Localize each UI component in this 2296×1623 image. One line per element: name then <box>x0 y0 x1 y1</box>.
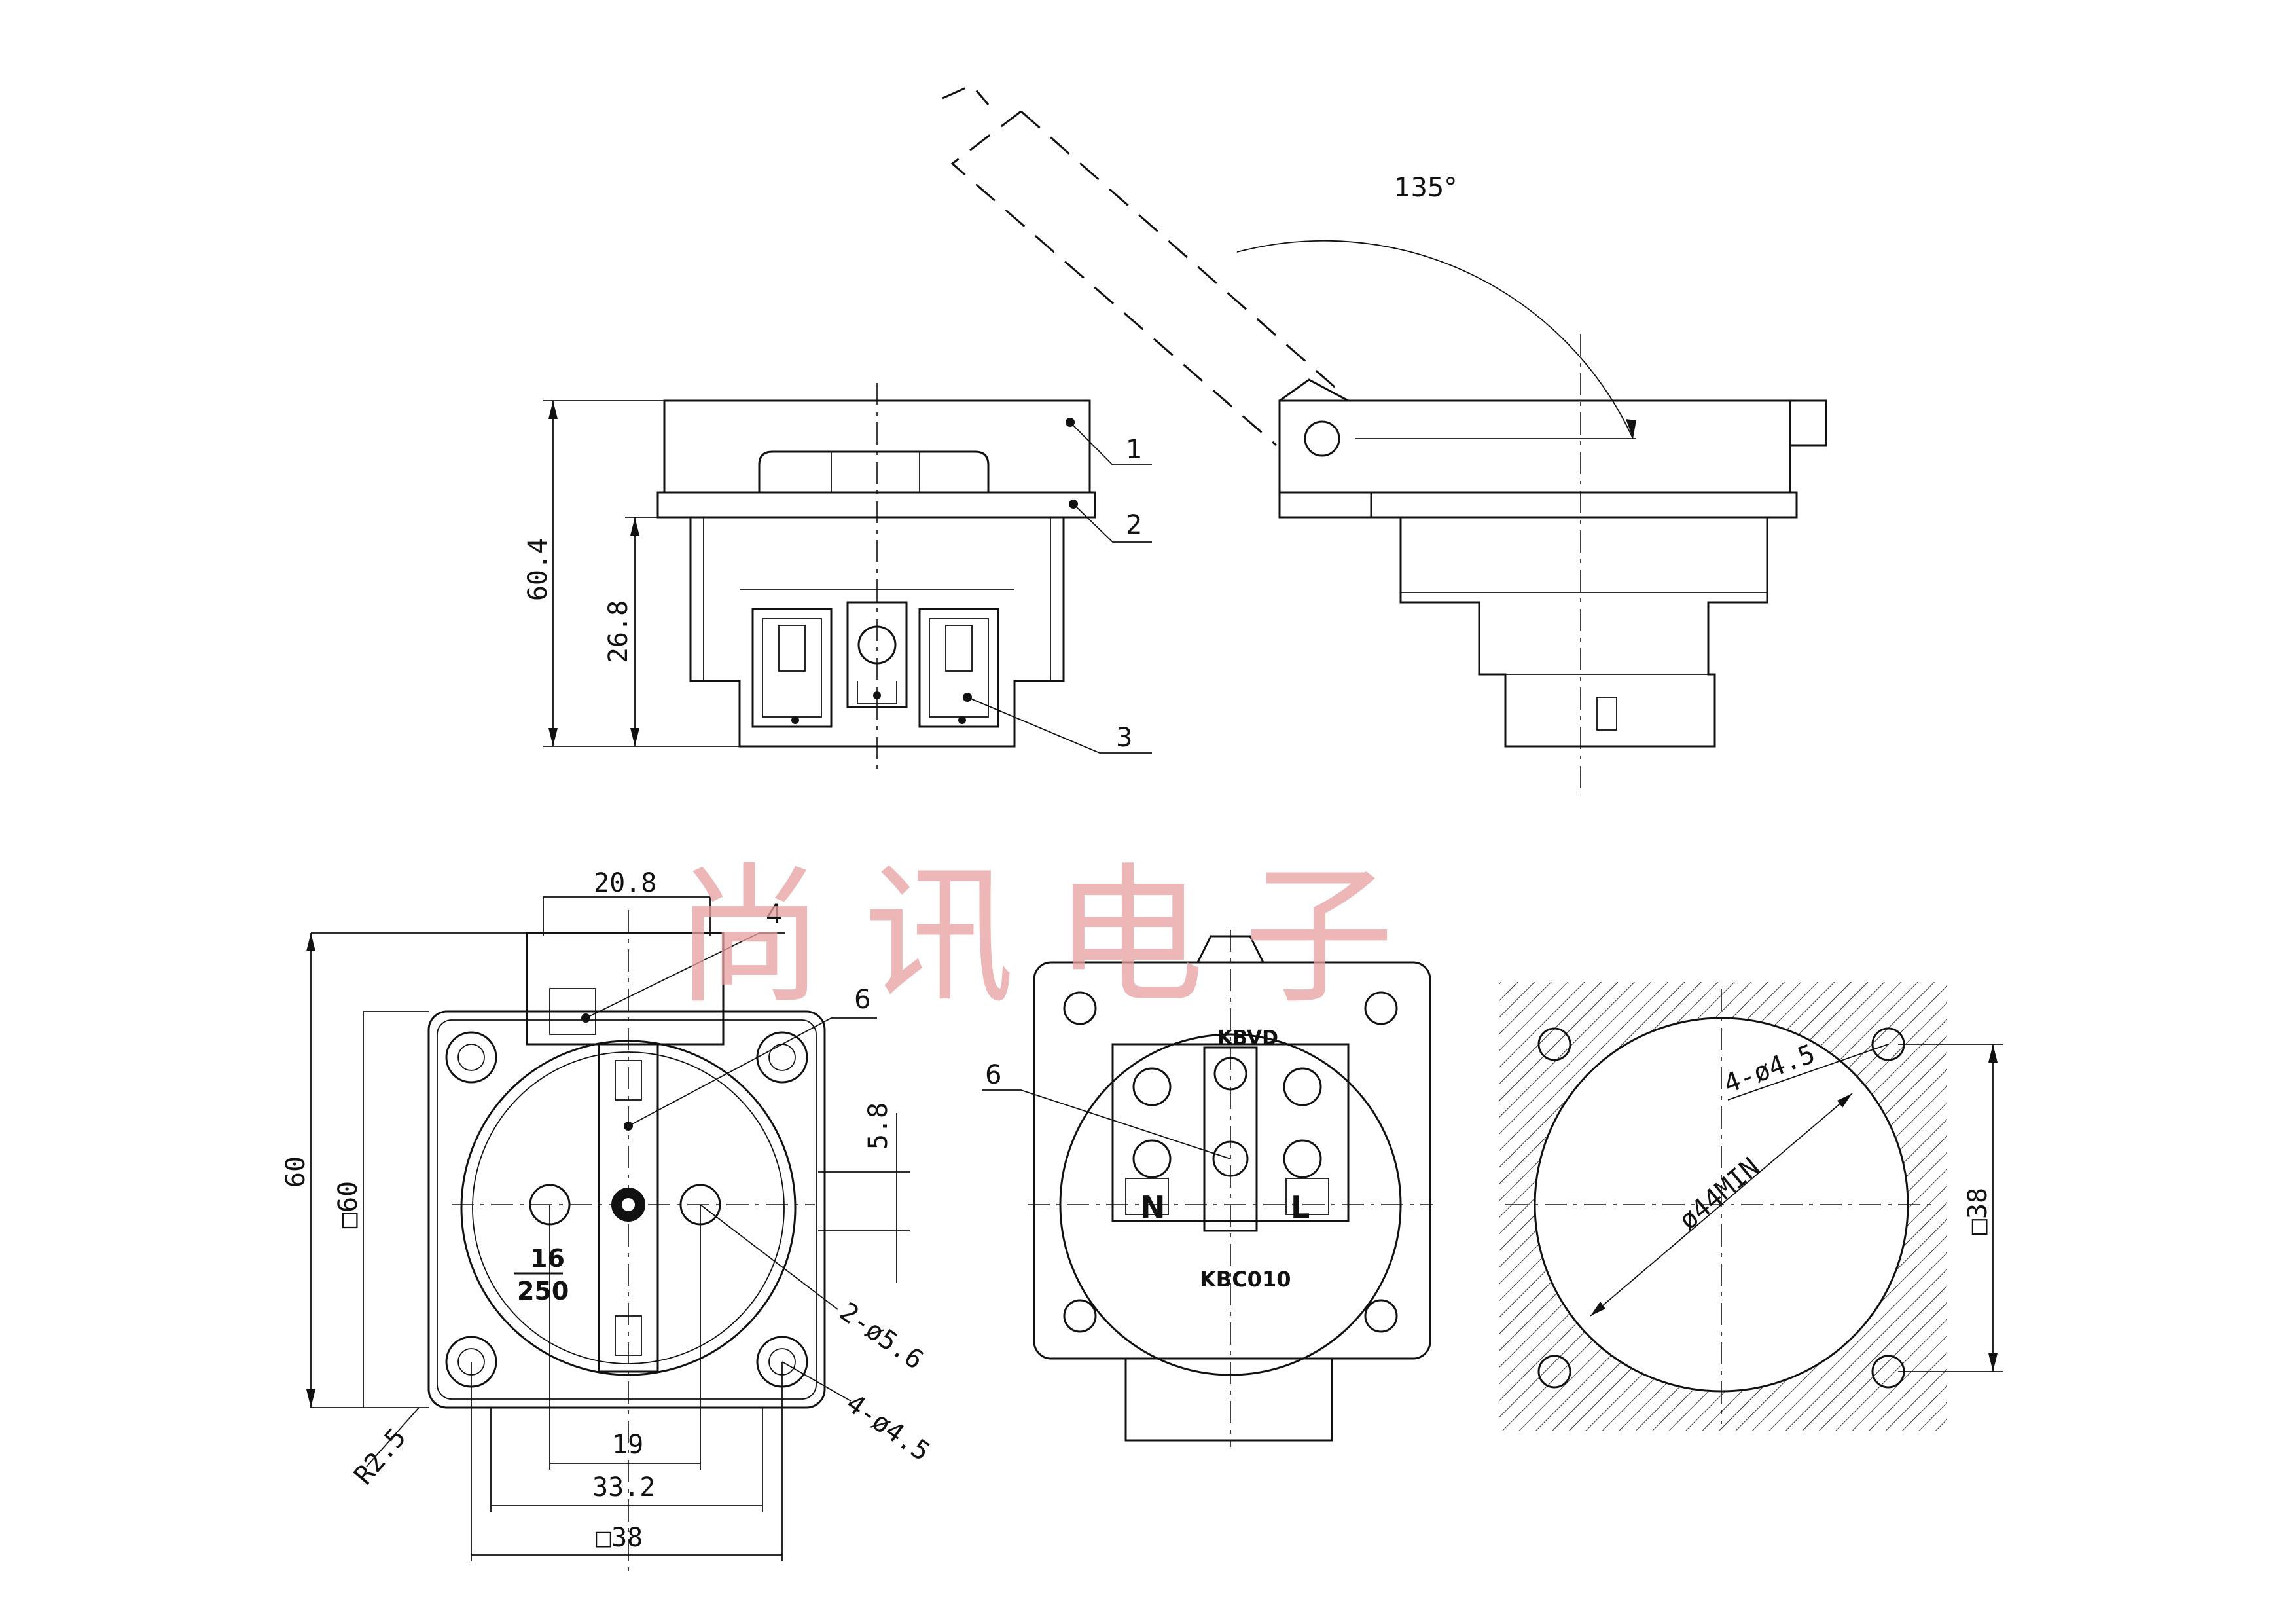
radius-label: R2.5 <box>348 1423 412 1490</box>
overall-height-label: 60.4 <box>523 538 553 601</box>
holes-label: 4-ø4.5 <box>1720 1039 1820 1100</box>
callout-1: 1 <box>1126 435 1142 465</box>
pin-hole-label: 2-ø5.6 <box>834 1297 929 1376</box>
pin-span-label: 19 <box>612 1430 643 1460</box>
watermark: 尚讯电子 <box>674 850 1433 1025</box>
square-label: □60 <box>333 1181 363 1228</box>
rear-view: KBVD KBC010 N L 6 <box>982 930 1433 1447</box>
terminal-n: N <box>1140 1190 1166 1225</box>
body-height-label: 26.8 <box>603 600 634 663</box>
cutout-square-label: □38 <box>1963 1188 1993 1235</box>
hole-span-label: 33.2 <box>592 1472 655 1503</box>
callout-6-rear: 6 <box>985 1060 1001 1090</box>
rear-top-mark: KBVD <box>1217 1027 1278 1049</box>
side-view: 60.4 26.8 1 2 3 <box>523 383 1152 776</box>
terminal-l: L <box>1291 1190 1310 1225</box>
cutout-view: ø44MIN 4-ø4.5 □38 <box>1499 982 2003 1431</box>
callout-2: 2 <box>1126 510 1142 540</box>
rating-current: 16 <box>530 1244 565 1273</box>
diameter-label: ø44MIN <box>1674 1152 1765 1236</box>
rear-bottom-mark: KBC010 <box>1200 1267 1291 1292</box>
offset-label: 5.8 <box>863 1103 893 1150</box>
callout-3: 3 <box>1116 723 1132 753</box>
callout-6-front: 6 <box>854 985 870 1015</box>
top-width-label: 20.8 <box>594 868 656 898</box>
rating-voltage: 250 <box>517 1277 569 1305</box>
square-outer-label: □38 <box>596 1523 643 1553</box>
overall-height-label-front: 60 <box>281 1156 311 1188</box>
mount-hole-label: 4-ø4.5 <box>840 1389 935 1468</box>
angle-label: 135° <box>1394 173 1457 203</box>
callout-4: 4 <box>766 900 782 930</box>
lid-open-view: 135° <box>942 84 1827 795</box>
